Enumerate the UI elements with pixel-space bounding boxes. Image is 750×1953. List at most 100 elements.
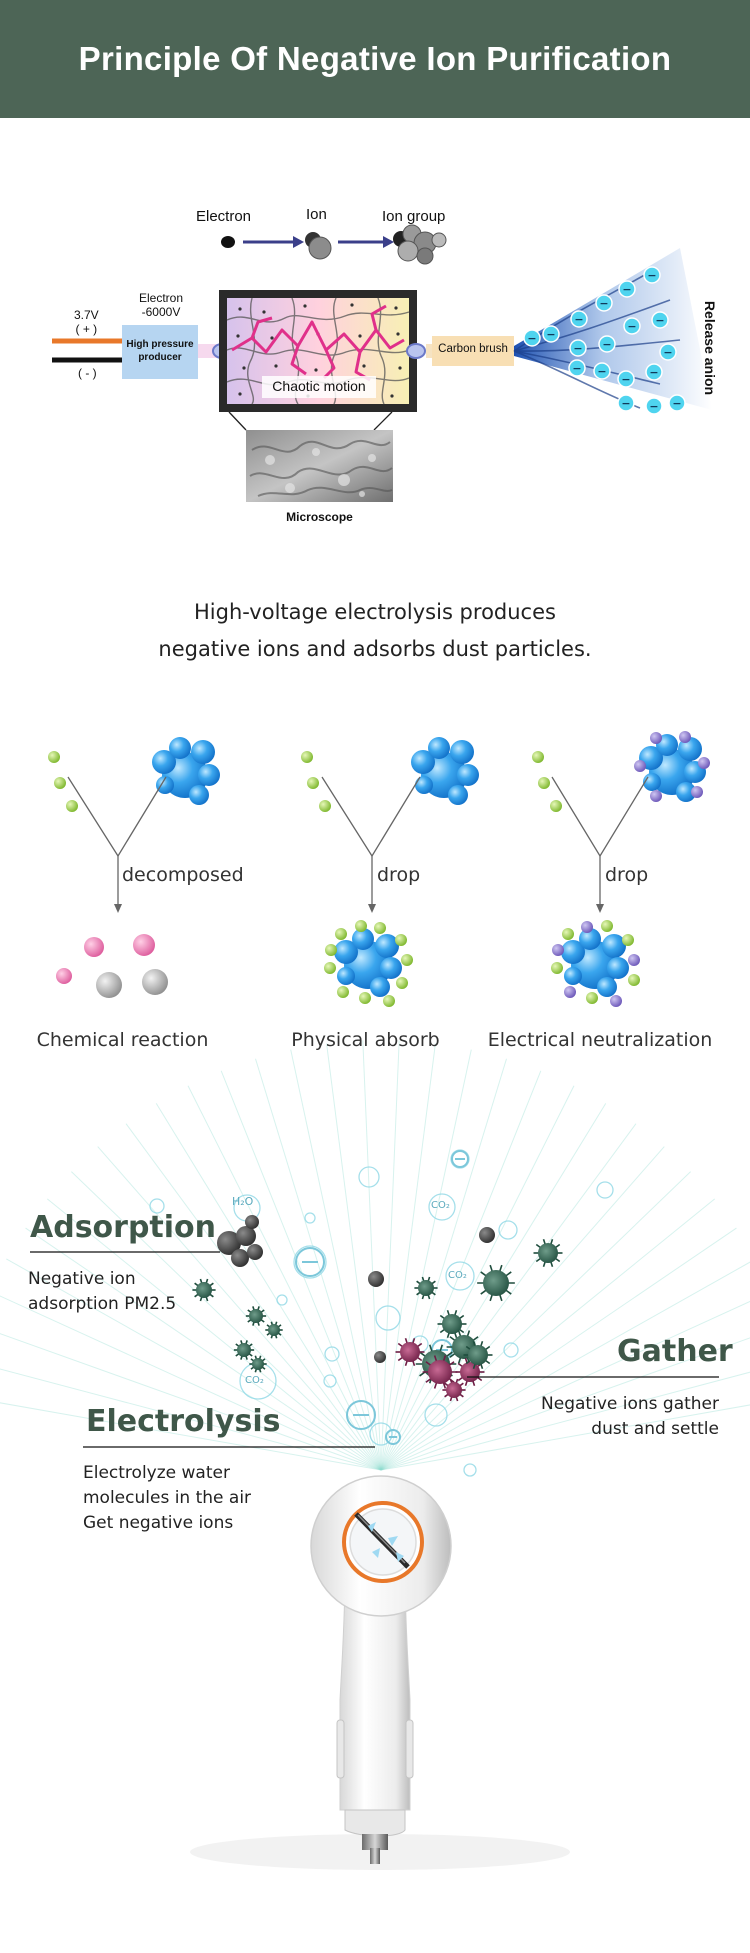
anion-icon: −: [569, 339, 587, 357]
electron-dot: [221, 236, 235, 248]
adsorption-text: Negative ion adsorption PM2.5: [28, 1267, 176, 1317]
svg-text:−: −: [602, 338, 611, 351]
arrow-ion-to-group: [338, 236, 394, 248]
anion-icon: −: [651, 311, 669, 329]
process-chemical: [48, 737, 220, 998]
ion-beam-line: [380, 1227, 737, 1471]
svg-text:−: −: [663, 346, 672, 359]
virus-icon: [463, 1340, 493, 1370]
process-1-name: Chemical reaction: [36, 1029, 209, 1051]
bubble-co2-label-2: CO₂: [448, 1270, 467, 1281]
chaotic-motion-label: Chaotic motion: [272, 378, 366, 394]
ion-group-particle: [393, 224, 447, 265]
ion-beam-line: [6, 1258, 382, 1471]
process-physical: [301, 737, 479, 1007]
anion-cone: −−−−−−−−−−−−−−−−−−: [513, 248, 712, 415]
ion-beam-line: [380, 1043, 436, 1471]
carbon-brush-label: Carbon brush: [438, 343, 508, 355]
anion-icon: −: [595, 294, 613, 312]
ion-beam-line: [97, 1146, 382, 1471]
caption: High-voltage electrolysis produces negat…: [0, 594, 750, 668]
ion-beam-line: [380, 1404, 750, 1471]
virus-icon: [192, 1278, 216, 1302]
battery-label: 3.7V ( + ): [74, 308, 99, 336]
ion-beam-line: [380, 1058, 507, 1471]
neutralized-cluster: [551, 920, 640, 1007]
svg-text:−: −: [627, 320, 636, 333]
ion-beam-line: [0, 1368, 382, 1471]
adsorption-line1: Negative ion: [28, 1269, 136, 1289]
anion-icon: −: [645, 363, 663, 381]
electron-voltage-line2: -6000V: [141, 305, 181, 319]
anion-icon: −: [568, 359, 586, 377]
microscope-label: Microscope: [286, 510, 353, 524]
ion-beam-line: [46, 1198, 382, 1471]
ion-beam-line: [380, 1040, 400, 1471]
virus-icon: [477, 1264, 515, 1302]
producer-label: High pressure producer: [122, 338, 198, 364]
ion-beam-line: [380, 1198, 716, 1471]
virus-icon: [395, 1337, 425, 1367]
process-3-name: Electrical neutralization: [487, 1029, 713, 1051]
ion-particle: [305, 232, 332, 260]
ion-beam-line: [380, 1070, 542, 1471]
purifier-device: [190, 1475, 570, 1870]
bubble-h2o-label: H₂O: [232, 1195, 254, 1208]
svg-text:−: −: [546, 328, 555, 341]
ion-beam-line: [380, 1123, 637, 1471]
gather-title: Gather: [617, 1334, 733, 1369]
svg-text:−: −: [649, 400, 658, 413]
microscope-image: [228, 411, 393, 502]
anion-icon: −: [618, 280, 636, 298]
virus-icon: [437, 1309, 467, 1339]
particle-chain: [221, 224, 447, 265]
adsorption-title: Adsorption: [30, 1210, 217, 1245]
electron-voltage-line1: Electron: [138, 291, 184, 305]
electron-voltage-label: Electron -6000V: [131, 291, 191, 319]
bubble-co2-label-3: CO₂: [245, 1375, 264, 1386]
virus-icon: [249, 1355, 267, 1373]
virus-icon: [245, 1306, 267, 1326]
ion-beam-line: [380, 1371, 750, 1471]
label-electron: Electron: [196, 208, 252, 225]
release-anion-label: Release anion: [702, 300, 718, 396]
svg-text:−: −: [527, 332, 536, 345]
battery-plus: ( + ): [75, 322, 98, 336]
virus-icon: [442, 1378, 466, 1402]
virus-icon: [265, 1321, 283, 1339]
ion-beams: [0, 1040, 750, 1471]
process-2-arrow-label: drop: [377, 864, 421, 886]
anion-icon: −: [617, 370, 635, 388]
electrolysis-text: Electrolyze water molecules in the air G…: [83, 1461, 251, 1536]
producer-box: [122, 325, 198, 379]
caption-line1: High-voltage electrolysis produces: [194, 600, 556, 624]
svg-text:−: −: [647, 269, 656, 282]
svg-text:−: −: [649, 366, 658, 379]
anion-icon: −: [668, 394, 686, 412]
gather-line2: dust and settle: [591, 1419, 719, 1439]
process-1-arrow-label: decomposed: [122, 864, 244, 886]
process-3-arrow-label: drop: [605, 864, 649, 886]
chaotic-motion-box: [219, 290, 417, 412]
anion-icon: −: [523, 329, 541, 347]
ion-beam-line: [380, 1337, 750, 1471]
virus-icon: [233, 1340, 255, 1360]
anion-icon: −: [542, 325, 560, 343]
virus-icon: [533, 1238, 563, 1268]
label-ion: Ion: [306, 206, 327, 223]
ion-beam-line: [71, 1171, 382, 1471]
gather-line1: Negative ions gather: [541, 1394, 719, 1414]
label-ion-group: Ion group: [382, 208, 446, 225]
battery-voltage: 3.7V: [74, 308, 99, 322]
process-electrical: [532, 731, 710, 1007]
svg-text:−: −: [572, 362, 581, 375]
ion-beam-line: [125, 1123, 382, 1471]
pollutant-molecule: [634, 731, 710, 802]
absorbed-cluster: [324, 920, 413, 1007]
page-header: Principle Of Negative Ion Purification: [0, 0, 750, 118]
anion-icon: −: [593, 362, 611, 380]
producer-line1: High pressure: [126, 339, 194, 350]
connector-peach: [426, 344, 436, 358]
carbon-brush-box: [432, 336, 514, 366]
